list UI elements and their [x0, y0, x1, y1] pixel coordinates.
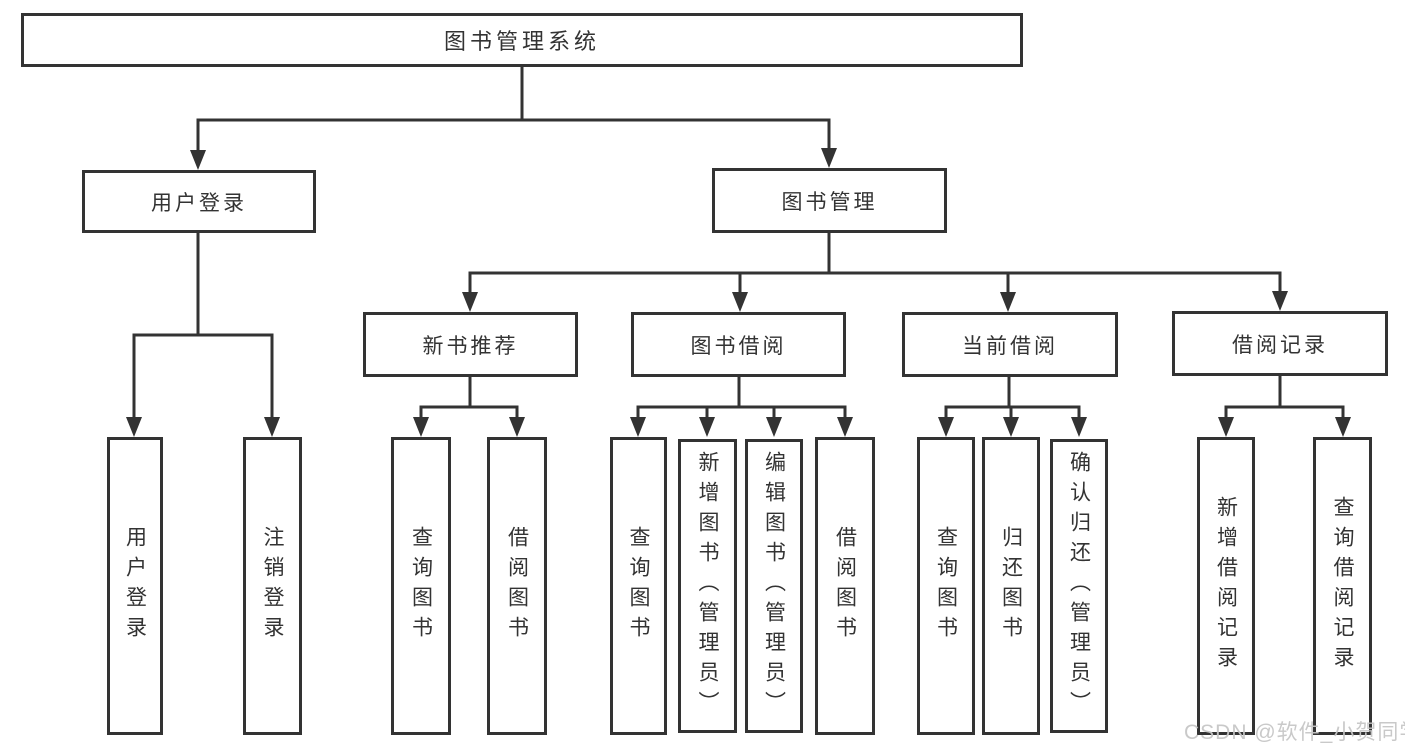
leaf-nb-borrow-books: 借阅图书	[487, 437, 547, 735]
node-root-label: 图书管理系统	[443, 29, 600, 54]
csdn-watermark: CSDN @软件_小贺同学	[1184, 721, 1405, 744]
leaf-bb-borrow-books: 借阅图书	[815, 437, 875, 735]
leaf-bb-add-books-admin-label: 新增图书（管理员）	[696, 451, 719, 721]
leaf-nb-query-books-label: 查询图书	[409, 526, 433, 646]
node-new-book-recommendation: 新书推荐	[363, 312, 578, 377]
leaf-bb-add-books-admin: 新增图书（管理员）	[678, 439, 737, 733]
leaf-bb-edit-books-admin-label: 编辑图书（管理员）	[762, 451, 786, 721]
leaf-user-login-label: 用户登录	[123, 526, 147, 646]
leaf-nb-query-books: 查询图书	[391, 437, 451, 735]
leaf-nb-borrow-books-label: 借阅图书	[505, 526, 529, 646]
node-book-borrowing-label: 图书借阅	[690, 334, 787, 358]
leaf-bb-edit-books-admin: 编辑图书（管理员）	[745, 439, 803, 733]
node-root: 图书管理系统	[21, 13, 1023, 67]
leaf-br-query-borrow-record-label: 查询借阅记录	[1331, 496, 1354, 676]
leaf-bb-query-books-label: 查询图书	[627, 526, 650, 646]
node-borrowing-records: 借阅记录	[1172, 311, 1388, 376]
leaf-logout-login: 注销登录	[243, 437, 302, 735]
leaf-br-add-borrow-record: 新增借阅记录	[1197, 437, 1255, 735]
leaf-bb-query-books: 查询图书	[610, 437, 667, 735]
leaf-cb-return-books-label: 归还图书	[999, 526, 1023, 646]
leaf-bb-borrow-books-label: 借阅图书	[833, 526, 857, 646]
node-user-login: 用户登录	[82, 170, 316, 233]
node-current-borrowing-label: 当前借阅	[962, 334, 1058, 358]
leaf-cb-query-books-label: 查询图书	[934, 526, 958, 646]
node-new-book-recommendation-label: 新书推荐	[422, 334, 519, 358]
leaf-user-login: 用户登录	[107, 437, 163, 735]
leaf-logout-login-label: 注销登录	[261, 526, 284, 646]
node-user-login-label: 用户登录	[151, 191, 247, 215]
leaf-cb-confirm-return-admin-label: 确认归还（管理员）	[1067, 451, 1091, 721]
node-borrowing-records-label: 借阅记录	[1232, 333, 1328, 357]
node-book-borrowing: 图书借阅	[631, 312, 846, 377]
leaf-br-add-borrow-record-label: 新增借阅记录	[1214, 496, 1238, 676]
node-current-borrowing: 当前借阅	[902, 312, 1118, 377]
leaf-cb-query-books: 查询图书	[917, 437, 975, 735]
node-book-management-label: 图书管理	[781, 190, 878, 214]
leaf-cb-confirm-return-admin: 确认归还（管理员）	[1050, 439, 1108, 733]
leaf-cb-return-books: 归还图书	[982, 437, 1040, 735]
leaf-br-query-borrow-record: 查询借阅记录	[1313, 437, 1372, 735]
node-book-management: 图书管理	[712, 168, 947, 233]
